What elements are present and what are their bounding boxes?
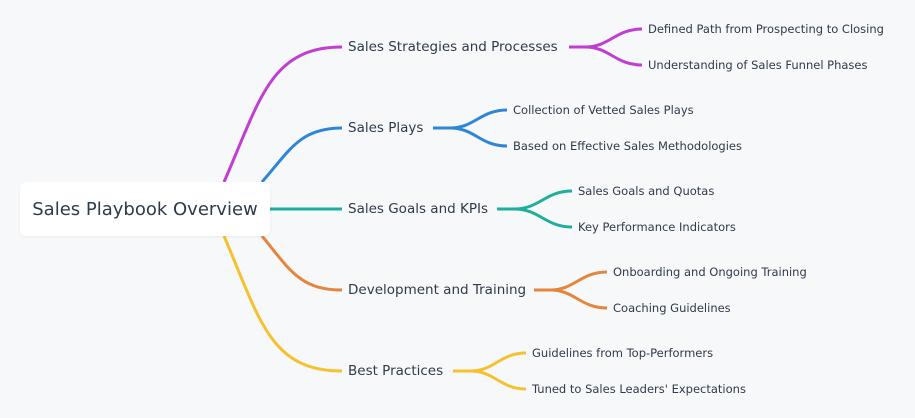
leaf-top-performers[interactable]: Guidelines from Top-Performers xyxy=(532,346,714,360)
leaf-leaders-expectations[interactable]: Tuned to Sales Leaders' Expectations xyxy=(532,382,746,396)
root-label: Sales Playbook Overview xyxy=(32,198,258,220)
branch-sales-strategies[interactable]: Sales Strategies and Processes xyxy=(348,39,558,55)
leaf-kpis[interactable]: Key Performance Indicators xyxy=(578,220,736,234)
branch-development-training[interactable]: Development and Training xyxy=(348,282,527,298)
root-node[interactable]: Sales Playbook Overview xyxy=(20,182,270,236)
branch-sales-goals[interactable]: Sales Goals and KPIs xyxy=(348,201,488,217)
leaf-sales-funnel[interactable]: Understanding of Sales Funnel Phases xyxy=(648,58,868,72)
leaf-coaching[interactable]: Coaching Guidelines xyxy=(613,301,731,315)
branch-sales-plays[interactable]: Sales Plays xyxy=(348,120,424,136)
leaf-vetted-plays[interactable]: Collection of Vetted Sales Plays xyxy=(513,103,694,117)
branch-best-practices[interactable]: Best Practices xyxy=(348,363,444,379)
leaf-defined-path[interactable]: Defined Path from Prospecting to Closing xyxy=(648,22,884,36)
leaf-goals-quotas[interactable]: Sales Goals and Quotas xyxy=(578,184,715,198)
leaf-onboarding[interactable]: Onboarding and Ongoing Training xyxy=(613,265,807,279)
leaf-methodologies[interactable]: Based on Effective Sales Methodologies xyxy=(513,139,742,153)
